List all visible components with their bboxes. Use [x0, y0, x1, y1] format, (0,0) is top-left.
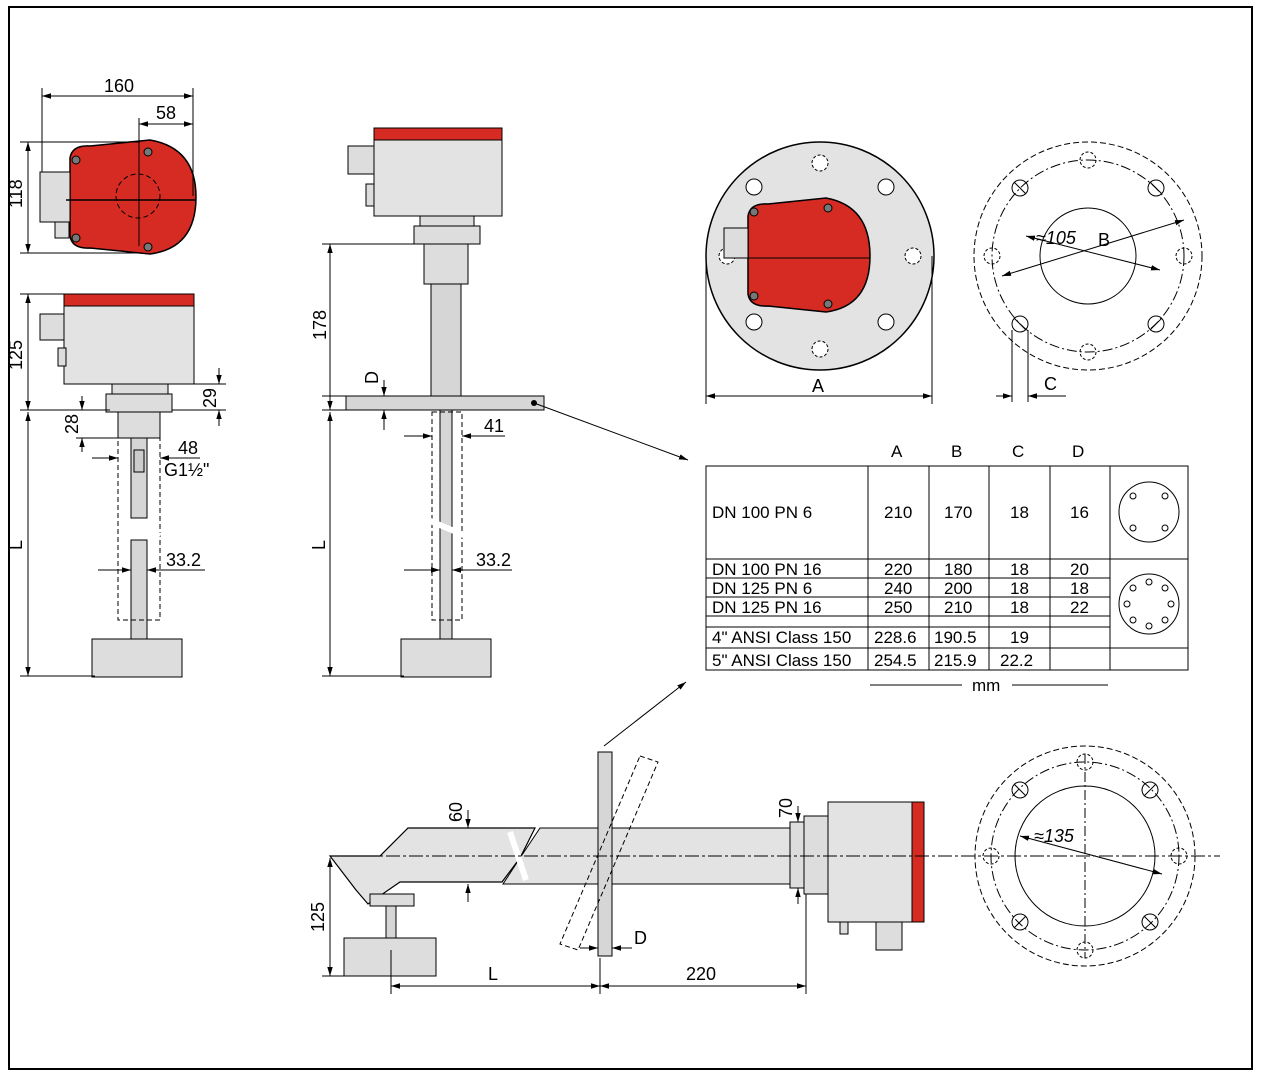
table-cell-b: 215.9 — [934, 651, 977, 670]
frame-border — [8, 6, 1253, 1070]
table-cell-b: 170 — [944, 503, 972, 522]
bolt-circle-drawing-1 — [973, 141, 1203, 402]
flange-symbol-8-holes — [1118, 573, 1180, 635]
dimension-lines-middle — [322, 243, 689, 677]
table-grid — [705, 465, 1189, 671]
thread-spec: G1½" — [164, 460, 209, 480]
table-cell-a: 250 — [884, 598, 912, 617]
dimension-lines-flange-front — [705, 256, 933, 404]
table-cell-b: 200 — [944, 579, 972, 598]
dim-41: 41 — [484, 416, 504, 436]
bolt-circle-drawing-2 — [974, 745, 1196, 967]
flange-table: A B C D DN 100 PN 6 210 170 18 16 DN 100… — [705, 442, 1189, 695]
dim-thread-48: 48 — [178, 438, 198, 458]
dim-height-118: 118 — [6, 179, 26, 208]
dim-nut-29: 29 — [200, 388, 220, 408]
dim-flange-d-top: D — [362, 371, 382, 384]
table-cell-c: 18 — [1010, 560, 1029, 579]
side-view-housing — [39, 293, 195, 678]
dim-approx-105: ≈105 — [1036, 228, 1077, 248]
table-header-a: A — [891, 442, 903, 461]
dim-offset-58: 58 — [156, 103, 176, 123]
dimension-lines-top-left — [20, 88, 194, 254]
table-header-d: D — [1072, 442, 1084, 461]
table-cell-b: 190.5 — [934, 628, 977, 647]
dimension-lines-bottom — [322, 806, 807, 994]
dim-width-160: 160 — [104, 76, 134, 96]
dim-height-178: 178 — [310, 310, 330, 340]
top-view-housing — [39, 139, 197, 255]
table-cell-a: 220 — [884, 560, 912, 579]
table-cell-b: 180 — [944, 560, 972, 579]
table-row-name: DN 100 PN 16 — [712, 560, 822, 579]
dim-nut-70: 70 — [776, 798, 796, 818]
table-row-name: 5" ANSI Class 150 — [712, 651, 851, 670]
table-row-name: DN 125 PN 16 — [712, 598, 822, 617]
table-cell-d: 20 — [1070, 560, 1089, 579]
dim-thread-28: 28 — [62, 414, 82, 434]
table-row-name: 4" ANSI Class 150 — [712, 628, 851, 647]
table-header-b: B — [951, 442, 962, 461]
table-cell-c: 19 — [1010, 628, 1029, 647]
dim-pipe-60: 60 — [446, 802, 466, 822]
dim-c-label: C — [1044, 374, 1057, 394]
table-cell-d: 22 — [1070, 598, 1089, 617]
dim-220: 220 — [686, 964, 716, 984]
dim-length-l-bottom: L — [488, 964, 498, 984]
table-cell-c: 18 — [1010, 579, 1029, 598]
table-cell-c: 18 — [1010, 598, 1029, 617]
dim-height-125-bottom: 125 — [308, 902, 328, 932]
dim-rod-33-mid: 33.2 — [476, 550, 511, 570]
dim-approx-135: ≈135 — [1034, 826, 1075, 846]
flange-front-view — [705, 141, 935, 371]
table-cell-d: 18 — [1070, 579, 1089, 598]
table-unit-mm: mm — [972, 676, 1000, 695]
table-header-c: C — [1012, 442, 1024, 461]
table-cell-a: 228.6 — [874, 628, 917, 647]
dim-a-label: A — [812, 376, 824, 396]
dim-rod-33-left: 33.2 — [166, 550, 201, 570]
table-cell-b: 210 — [944, 598, 972, 617]
table-cell-c: 22.2 — [1000, 651, 1033, 670]
dimension-lines-side-left — [20, 293, 226, 677]
flange-version-side-view — [345, 127, 545, 678]
dim-b-label: B — [1098, 230, 1110, 250]
table-cell-c: 18 — [1010, 503, 1029, 522]
table-cell-a: 254.5 — [874, 651, 917, 670]
table-cell-a: 210 — [884, 503, 912, 522]
flange-symbol-4-holes — [1118, 481, 1180, 543]
dim-length-l-mid: L — [309, 540, 329, 550]
dim-height-125: 125 — [6, 340, 26, 370]
table-row-name: DN 125 PN 6 — [712, 579, 812, 598]
table-cell-d: 16 — [1070, 503, 1089, 522]
table-cell-a: 240 — [884, 579, 912, 598]
angled-version-drawing — [328, 681, 1220, 977]
dim-flange-d-bottom: D — [634, 928, 647, 948]
dim-length-l-left: L — [6, 540, 26, 550]
table-row-name: DN 100 PN 6 — [712, 503, 812, 522]
